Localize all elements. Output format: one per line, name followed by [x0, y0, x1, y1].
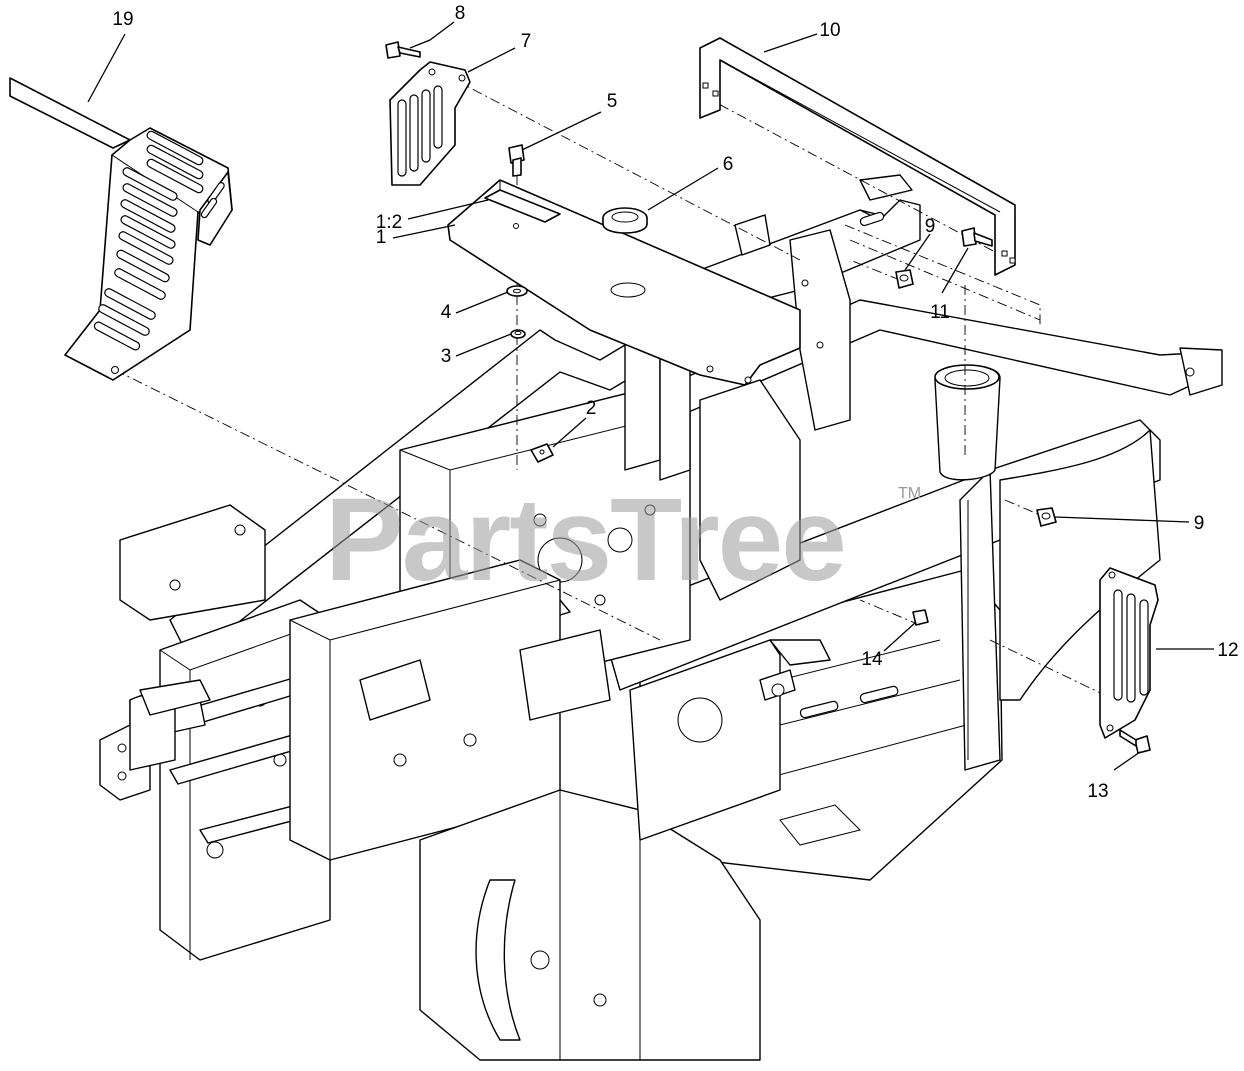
leader-lines — [87, 21, 1214, 771]
part-12-vented-plate[interactable] — [1099, 567, 1159, 739]
callout-2: 2 — [586, 398, 597, 419]
part-3-nut[interactable] — [510, 329, 526, 339]
callout-14: 14 — [861, 649, 883, 670]
part-13-bolt[interactable] — [1119, 729, 1151, 754]
callout-6: 6 — [723, 154, 734, 175]
part-4-washer[interactable] — [506, 285, 528, 297]
callout-11: 11 — [930, 302, 950, 323]
part-7-vented-plate[interactable] — [389, 61, 471, 186]
callout-7: 7 — [521, 31, 532, 52]
part-1-cover-plate[interactable] — [447, 179, 801, 386]
callout-3: 3 — [441, 346, 452, 367]
part-6-grommet[interactable] — [602, 207, 648, 234]
part-19-step-plate[interactable] — [9, 77, 233, 381]
watermark: PartsTree TM — [325, 474, 921, 606]
callout-9-right: 9 — [1194, 513, 1205, 534]
callout-1: 1 — [376, 227, 387, 248]
callout-labels: 19 8 7 10 5 6 1:2 1 9 11 4 3 2 9 12 14 1… — [112, 3, 1238, 802]
watermark-text: PartsTree — [325, 474, 845, 606]
part-9-nut-upper[interactable] — [895, 269, 914, 289]
callout-1-2: 1:2 — [376, 212, 402, 233]
callout-10: 10 — [819, 20, 840, 41]
step-plate-slots — [93, 130, 225, 351]
part-11-bolt[interactable] — [961, 227, 993, 247]
projection-lines — [114, 79, 1116, 701]
part-1-2-decal[interactable] — [484, 189, 561, 223]
part-5-bolt[interactable] — [508, 144, 525, 177]
part-2-clip-nut[interactable] — [530, 443, 554, 463]
callout-12: 12 — [1217, 640, 1238, 661]
part-14-nut[interactable] — [912, 609, 929, 626]
callout-19: 19 — [112, 9, 133, 30]
chassis-frame — [99, 174, 1223, 1061]
callout-4: 4 — [441, 302, 452, 323]
callout-8: 8 — [455, 3, 466, 24]
part-10-u-bracket[interactable] — [699, 37, 1016, 276]
part-8-bolt[interactable] — [385, 41, 421, 59]
callout-5: 5 — [607, 91, 618, 112]
callout-13: 13 — [1087, 781, 1108, 802]
part-9-nut-right[interactable] — [1036, 507, 1057, 527]
watermark-trademark: TM — [898, 485, 921, 502]
callout-9-upper: 9 — [925, 216, 936, 237]
